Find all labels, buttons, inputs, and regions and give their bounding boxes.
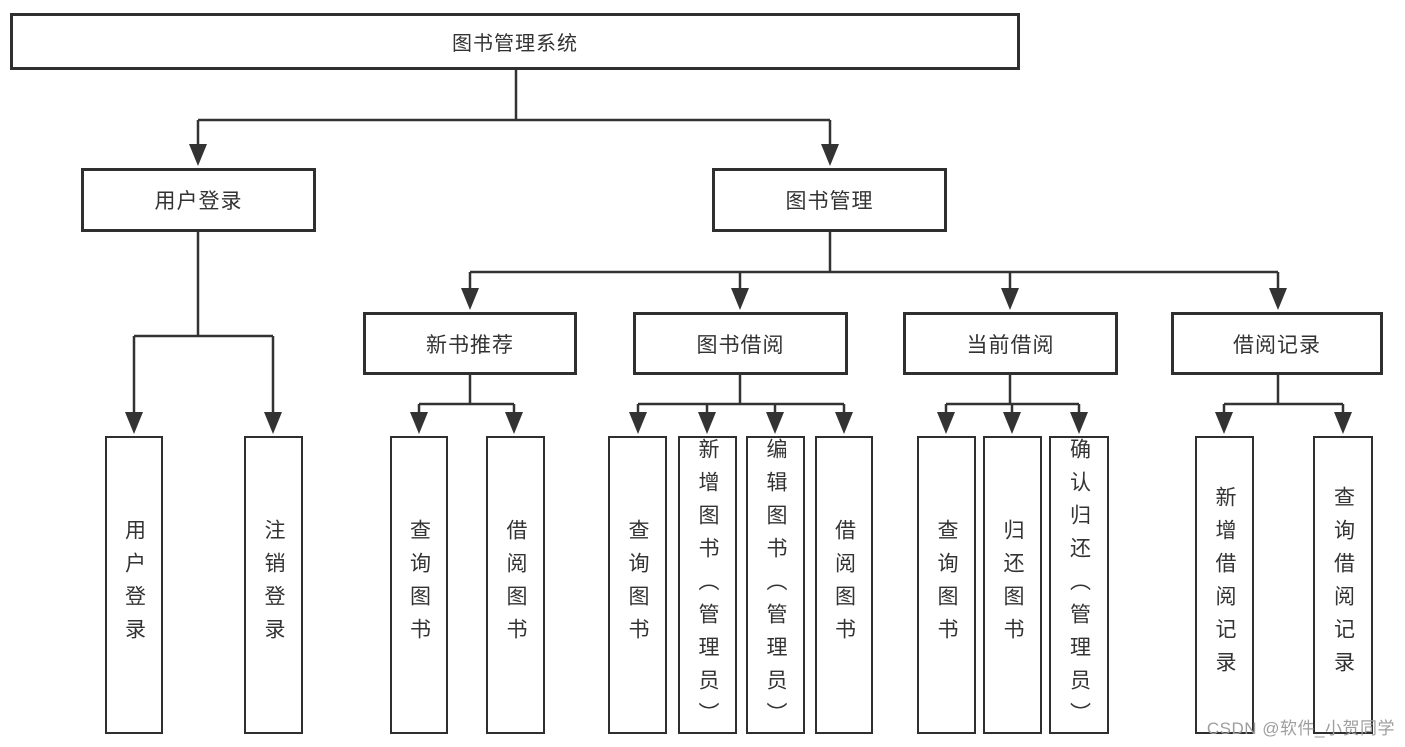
leaf-confirm-return-admin: 确认归还（管理员） bbox=[1049, 436, 1109, 735]
leaf-label: 查询借阅记录 bbox=[1331, 486, 1355, 684]
node-book-management: 图书管理 bbox=[712, 168, 947, 232]
node-new-book-recommend: 新书推荐 bbox=[363, 312, 577, 375]
leaf-query-books-current: 查询图书 bbox=[917, 436, 976, 734]
leaf-label: 编辑图书（管理员） bbox=[764, 438, 787, 735]
leaf-add-books-admin: 新增图书（管理员） bbox=[678, 436, 737, 735]
node-label: 图书管理系统 bbox=[452, 33, 578, 55]
leaf-label: 注销登录 bbox=[262, 519, 285, 651]
leaf-user-login: 用户登录 bbox=[105, 436, 163, 734]
leaf-label: 借阅图书 bbox=[504, 519, 527, 651]
leaf-add-borrow-record: 新增借阅记录 bbox=[1195, 436, 1254, 734]
node-current-borrowing: 当前借阅 bbox=[903, 312, 1118, 375]
node-label: 用户登录 bbox=[154, 190, 243, 213]
watermark: CSDN @软件_小贺同学 bbox=[1206, 719, 1395, 738]
leaf-label: 新增图书（管理员） bbox=[696, 438, 719, 735]
leaf-return-books: 归还图书 bbox=[983, 436, 1042, 734]
node-user-login: 用户登录 bbox=[81, 168, 316, 232]
leaf-query-books-recommend: 查询图书 bbox=[390, 436, 448, 734]
leaf-borrow-books-borrowing: 借阅图书 bbox=[815, 436, 873, 734]
node-label: 新书推荐 bbox=[426, 333, 514, 357]
leaf-label: 借阅图书 bbox=[832, 519, 856, 651]
leaf-logout: 注销登录 bbox=[244, 436, 303, 734]
leaf-query-books-borrowing: 查询图书 bbox=[608, 436, 667, 734]
node-library-system: 图书管理系统 bbox=[10, 13, 1020, 70]
leaf-borrow-books-recommend: 借阅图书 bbox=[486, 436, 545, 734]
node-label: 图书管理 bbox=[785, 190, 874, 213]
node-label: 图书借阅 bbox=[696, 333, 785, 357]
leaf-label: 归还图书 bbox=[1001, 519, 1024, 651]
leaf-label: 确认归还（管理员） bbox=[1067, 438, 1091, 735]
leaf-label: 用户登录 bbox=[122, 519, 146, 651]
node-label: 当前借阅 bbox=[966, 333, 1055, 357]
node-label: 借阅记录 bbox=[1233, 333, 1321, 357]
leaf-label: 查询图书 bbox=[935, 519, 958, 651]
node-book-borrowing: 图书借阅 bbox=[633, 312, 848, 375]
leaf-label: 查询图书 bbox=[626, 519, 649, 651]
arrowheads bbox=[125, 144, 1352, 434]
leaf-edit-books-admin: 编辑图书（管理员） bbox=[746, 436, 805, 735]
leaf-label: 新增借阅记录 bbox=[1213, 486, 1236, 684]
node-borrowing-records: 借阅记录 bbox=[1171, 312, 1383, 375]
leaf-label: 查询图书 bbox=[407, 519, 431, 651]
leaf-query-borrow-record: 查询借阅记录 bbox=[1313, 436, 1373, 734]
